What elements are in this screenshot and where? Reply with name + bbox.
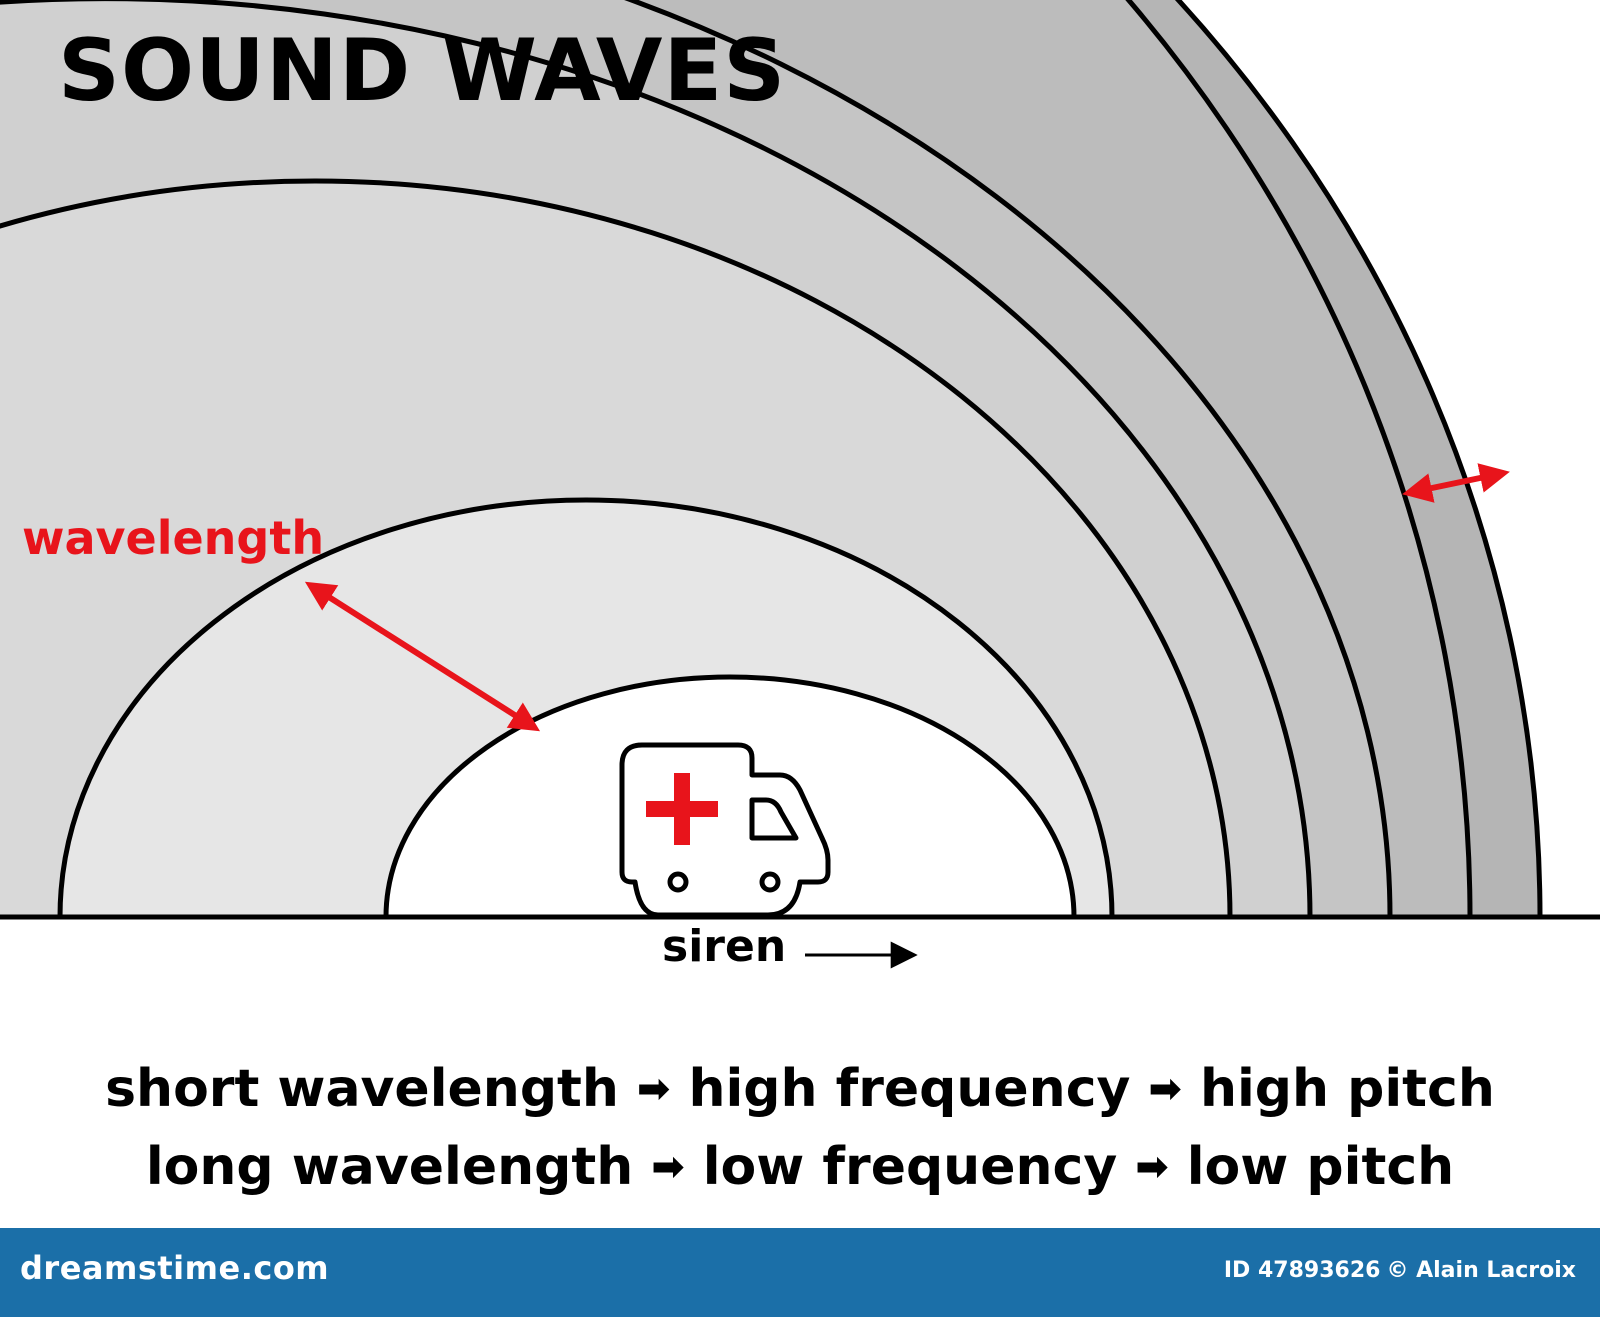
sound-waves-diagram bbox=[0, 0, 1600, 1228]
diagram-title: SOUND WAVES bbox=[58, 21, 787, 121]
relation-arrow-icon: ➡ bbox=[1135, 1144, 1169, 1190]
relation-short: short wavelength ➡ high frequency ➡ high pit… bbox=[0, 1050, 1600, 1128]
siren-label: siren bbox=[662, 921, 787, 972]
footer-bar: dreamstime.com ID 47893626© Alain Lacroi… bbox=[0, 1228, 1600, 1317]
relation-wavelength: long wavelength bbox=[145, 1137, 634, 1197]
ground-area bbox=[0, 918, 1600, 1228]
wavelength-arrow-long bbox=[304, 581, 541, 732]
relation-pitch: high pitch bbox=[1199, 1059, 1495, 1119]
ambulance-icon bbox=[619, 742, 831, 918]
relation-pitch: low pitch bbox=[1186, 1137, 1455, 1197]
relation-wavelength: short wavelength bbox=[105, 1059, 619, 1119]
relation-frequency: low frequency bbox=[702, 1137, 1118, 1197]
wavelength-label: wavelength bbox=[22, 511, 325, 565]
image-id: ID 47893626 bbox=[1223, 1258, 1381, 1283]
copyright: © Alain Lacroix bbox=[1386, 1258, 1576, 1283]
relation-arrow-icon: ➡ bbox=[636, 1066, 671, 1112]
red-cross-icon bbox=[646, 773, 718, 845]
relation-arrow-icon: ➡ bbox=[651, 1144, 685, 1190]
relation-long: long wavelength ➡ low frequency ➡ low pitch bbox=[0, 1128, 1600, 1206]
relations-block: short wavelength➡high frequency➡high pit… bbox=[0, 1050, 1600, 1206]
relation-arrow-icon: ➡ bbox=[1148, 1066, 1182, 1112]
wavelength-arrow-short bbox=[1402, 463, 1510, 503]
relation-frequency: high frequency bbox=[688, 1059, 1131, 1119]
footer-brand[interactable]: dreamstime.com bbox=[20, 1249, 330, 1287]
footer-credit: ID 47893626© Alain Lacroix bbox=[1224, 1260, 1582, 1282]
